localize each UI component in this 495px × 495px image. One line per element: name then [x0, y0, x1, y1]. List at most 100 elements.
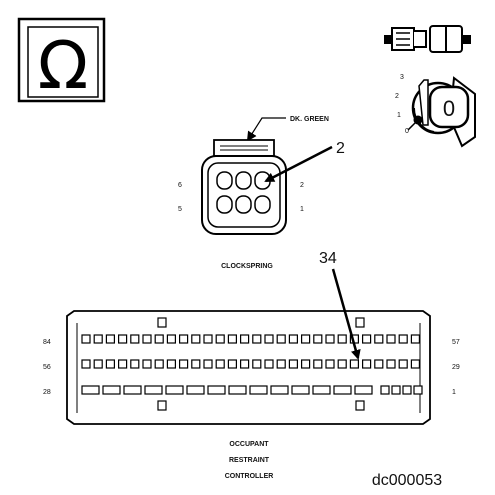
pin-label: 1 [300, 206, 304, 213]
pin-cavity [154, 359, 164, 369]
clockspring-cavity-6 [216, 171, 233, 190]
figure-id: dc000053 [372, 472, 442, 489]
pin-cavity [270, 385, 289, 395]
pin-cavity [179, 334, 189, 344]
pin-cavity [117, 359, 128, 369]
clockspring-cavity-4 [235, 171, 252, 190]
row-label-left: 28 [43, 389, 51, 396]
pin-cavity [333, 385, 352, 395]
callout-arrow [331, 268, 361, 360]
controller-caption-line: OCCUPANT [229, 441, 269, 448]
pin-cavity [93, 334, 103, 344]
clockspring-caption: CLOCKSPRING [221, 263, 273, 270]
pin-cavity [391, 385, 401, 395]
pin-cavity [215, 359, 225, 369]
pin-cavity [312, 385, 331, 395]
pin-cavity [374, 334, 384, 344]
pin-cavity [191, 334, 201, 344]
pin-cavity [130, 359, 140, 369]
pin-cavity [288, 334, 298, 344]
pin-cavity [362, 334, 372, 344]
clockspring-cavity-5 [216, 195, 233, 214]
clockspring-cavity-3 [235, 195, 252, 214]
pin-cavity [276, 359, 286, 369]
pin-cavity [313, 359, 323, 369]
pin-cavity [410, 359, 420, 369]
pin-cavity [252, 359, 262, 369]
pin-cavity [203, 334, 213, 344]
pin-cavity [337, 334, 347, 344]
pin-cavity [154, 334, 164, 344]
callout-number: 34 [319, 250, 337, 267]
pin-cavity [398, 334, 408, 344]
wire-color-label: DK. GREEN [290, 116, 329, 123]
row-label-right: 29 [452, 364, 460, 371]
pin-cavity [288, 359, 298, 369]
pin-cavity [102, 385, 121, 395]
controller-caption-line: CONTROLLER [225, 473, 274, 480]
key-position-label: 3 [400, 74, 404, 81]
pin-cavity [349, 359, 359, 369]
pin-cavity [228, 385, 247, 395]
pin-cavity [413, 385, 423, 395]
row-label-right: 1 [452, 389, 456, 396]
pin-cavity [386, 334, 396, 344]
row-label-right: 57 [452, 339, 460, 346]
key-position-label: 2 [395, 93, 399, 100]
pin-cavity [186, 385, 205, 395]
pin-label: 6 [178, 182, 182, 189]
pin-cavity [240, 334, 250, 344]
callout-arrow [264, 145, 333, 183]
ohm-icon: Ω [38, 27, 88, 104]
pin-cavity [165, 385, 184, 395]
pin-cavity [240, 359, 250, 369]
pin-cavity [81, 334, 91, 344]
pin-cavity [105, 334, 116, 344]
pin-cavity [313, 334, 323, 344]
pin-cavity [410, 334, 420, 344]
row-label-left: 84 [43, 339, 51, 346]
row-label-left: 56 [43, 364, 51, 371]
pin-cavity [374, 359, 384, 369]
pin-cavity [264, 334, 274, 344]
pin-cavity [252, 334, 262, 344]
connector-pin-rows [81, 334, 423, 395]
ohmmeter-symbol: Ω [17, 17, 106, 104]
pin-label: 2 [300, 182, 304, 189]
pin-cavity [142, 334, 152, 344]
pin-cavity [117, 334, 128, 344]
pin-cavity [93, 359, 103, 369]
pin-cavity [123, 385, 142, 395]
pin-cavity [166, 359, 176, 369]
ignition-key-switch-icon: 3 2 1 0 0 [395, 74, 476, 148]
pin-cavity [227, 359, 237, 369]
pin-cavity [142, 359, 152, 369]
controller-caption-line: RESTRAINT [229, 457, 270, 464]
pin-cavity [264, 359, 274, 369]
disconnect-connector-icon [384, 25, 471, 53]
pin-cavity [105, 359, 116, 369]
key-face-label: 0 [443, 96, 455, 121]
pin-cavity [301, 334, 311, 344]
pin-cavity [215, 334, 225, 344]
pin-cavity [325, 334, 335, 344]
pin-cavity [203, 359, 213, 369]
key-position-label: 0 [405, 128, 409, 135]
pin-cavity [301, 359, 311, 369]
pin-cavity [362, 359, 372, 369]
pin-cavity [291, 385, 310, 395]
pin-cavity [81, 359, 91, 369]
pin-cavity [402, 385, 412, 395]
pin-cavity [354, 385, 373, 395]
pin-cavity [380, 385, 390, 395]
pin-cavity [337, 359, 347, 369]
pin-cavity [398, 359, 408, 369]
pin-cavity [276, 334, 286, 344]
clockspring-connector: DK. GREEN 6 5 2 1 2 CLOCKSPRING [178, 116, 345, 270]
pin-cavity [325, 359, 335, 369]
pin-cavity [81, 385, 100, 395]
pin-label: 5 [178, 206, 182, 213]
key-position-label: 1 [397, 112, 401, 119]
pin-cavity [207, 385, 226, 395]
